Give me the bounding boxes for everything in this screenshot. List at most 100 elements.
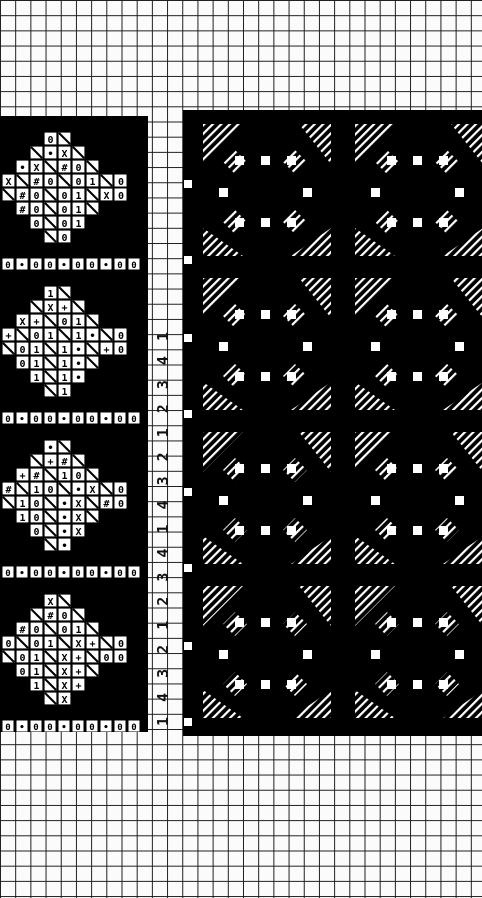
symbol-hash: #: [19, 191, 25, 202]
white-square: [439, 618, 448, 627]
symbol-cross: X: [61, 149, 67, 160]
white-square: [303, 188, 312, 197]
white-square: [413, 218, 422, 227]
white-square: [219, 496, 228, 505]
symbol-hash: #: [61, 163, 67, 174]
symbol-cross: X: [75, 499, 81, 510]
white-square: [371, 650, 380, 659]
symbol-hash: #: [47, 611, 53, 622]
symbol-dot: •: [61, 499, 67, 510]
symbol-circle: 0: [33, 191, 39, 202]
symbol-cross: X: [61, 653, 67, 664]
symbol-plus: +: [103, 345, 109, 356]
symbol-bar: 1: [33, 359, 39, 370]
symbol-circle: 0: [33, 639, 39, 650]
symbol-bar: 1: [75, 205, 81, 216]
symbol-cross: X: [103, 191, 109, 202]
symbol-plus: +: [19, 471, 25, 482]
white-square: [303, 496, 312, 505]
white-square: [184, 642, 192, 650]
divider-symbol: 0: [89, 569, 94, 579]
white-square: [261, 218, 270, 227]
symbol-circle: 0: [118, 177, 124, 188]
divider-symbol: 0: [89, 261, 94, 271]
symbol-circle: 0: [61, 317, 67, 328]
symbol-dot: •: [61, 513, 67, 524]
symbol-bar: 1: [61, 471, 67, 482]
symbol-hash: #: [33, 471, 39, 482]
symbol-circle: 0: [47, 177, 53, 188]
symbol-plus: +: [89, 639, 95, 650]
white-square: [455, 342, 464, 351]
symbol-plus: +: [75, 653, 81, 664]
white-square: [455, 496, 464, 505]
divider-symbol: 0: [75, 569, 80, 579]
symbol-cross: X: [61, 681, 67, 692]
white-square: [235, 156, 244, 165]
symbol-circle: 0: [33, 527, 39, 538]
white-square: [184, 334, 192, 342]
symbol-circle: 0: [118, 331, 124, 342]
divider-symbol: 0: [117, 723, 122, 732]
symbol-circle: 0: [47, 485, 53, 496]
white-square: [413, 156, 422, 165]
symbol-circle: 0: [118, 345, 124, 356]
white-square: [287, 310, 296, 319]
symbol-circle: 0: [75, 163, 81, 174]
divider-symbol: 0: [131, 723, 136, 732]
symbol-bar: 1: [61, 345, 67, 356]
white-square: [287, 156, 296, 165]
divider-symbol: 0: [5, 261, 10, 271]
white-square: [219, 650, 228, 659]
symbol-circle: 0: [118, 499, 124, 510]
white-square: [387, 310, 396, 319]
symbol-bar: 1: [19, 513, 25, 524]
divider-symbol: •: [103, 415, 108, 425]
symbol-circle: 0: [75, 471, 81, 482]
symbol-hash: #: [33, 177, 39, 188]
white-square: [184, 488, 192, 496]
divider-symbol: •: [103, 723, 108, 732]
symbol-cross: X: [75, 639, 81, 650]
white-square: [303, 342, 312, 351]
white-square: [219, 342, 228, 351]
divider-symbol: 0: [75, 261, 80, 271]
symbol-bar: 1: [75, 219, 81, 230]
white-square: [235, 526, 244, 535]
white-square: [287, 526, 296, 535]
symbol-bar: 1: [33, 667, 39, 678]
symbol-circle: 0: [118, 639, 124, 650]
divider-symbol: 0: [33, 415, 38, 425]
white-square: [439, 372, 448, 381]
divider-symbol: •: [19, 723, 24, 732]
symbol-cross: X: [19, 317, 25, 328]
white-square: [413, 310, 422, 319]
symbol-circle: 0: [33, 331, 39, 342]
white-square: [184, 564, 192, 572]
symbol-circle: 0: [19, 359, 25, 370]
white-square: [439, 156, 448, 165]
white-square: [439, 680, 448, 689]
symbol-plus: +: [33, 317, 39, 328]
symbol-bar: 1: [47, 639, 53, 650]
symbol-cross: X: [89, 485, 95, 496]
divider-symbol: 0: [5, 723, 10, 732]
symbol-circle: 0: [33, 205, 39, 216]
white-square: [184, 410, 192, 418]
divider-symbol: 0: [5, 415, 10, 425]
symbol-dot: •: [75, 373, 81, 384]
white-square: [387, 680, 396, 689]
symbol-dot: •: [19, 163, 25, 174]
divider-symbol: 0: [131, 415, 136, 425]
symbol-plus: +: [61, 303, 67, 314]
divider-symbol: •: [61, 415, 66, 425]
symbol-dot: •: [89, 331, 95, 342]
white-square: [455, 650, 464, 659]
divider-symbol: •: [103, 569, 108, 579]
divider-symbol: 0: [47, 569, 52, 579]
symbol-bar: 1: [75, 317, 81, 328]
divider-symbol: •: [103, 261, 108, 271]
white-square: [455, 188, 464, 197]
divider-symbol: 0: [33, 261, 38, 271]
divider-symbol: 0: [89, 415, 94, 425]
